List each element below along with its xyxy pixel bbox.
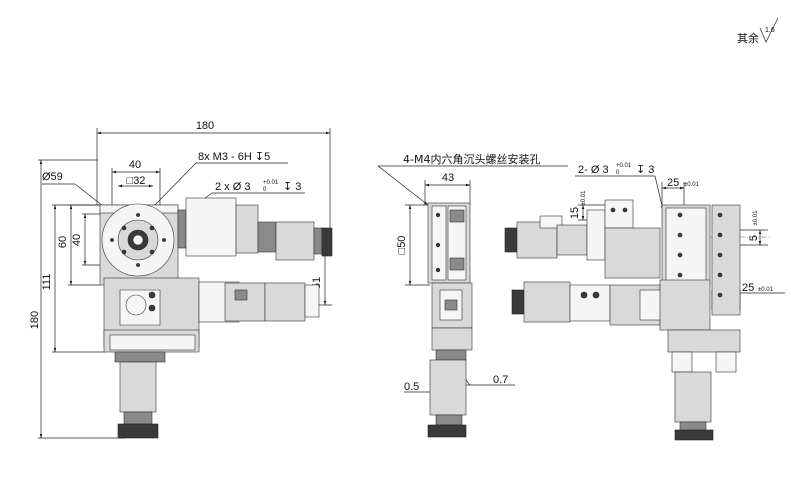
side-motor [264,282,306,322]
rear-bottom-motor [674,371,712,423]
dim-height-111: 111 [41,274,53,291]
dim-40-top: 40 [129,159,141,171]
dim-60: 60 [57,236,69,248]
dim-0-7: 0.7 [493,374,508,386]
rear-top-bracket [604,199,634,229]
dim-25-top: 25 [667,177,679,189]
pin-depth: ↧ 3 [283,181,301,193]
mount-note: 4-M4内六角沉头螺丝安装孔 [403,152,540,166]
roughness-symbol-icon [759,17,779,43]
rear-pin-tol-lower: 0 [616,170,620,176]
dim-0-5: 0.5 [404,381,419,393]
tol-25-top: ±0.01 [684,182,700,188]
roughness-value: 1.6 [765,27,775,34]
side-assembly [427,202,473,438]
rear-pin-tol-upper: +0.01 [616,163,632,169]
rear-pin-depth: ↧ 3 [636,164,654,176]
tol-15: ±0.01 [581,190,587,206]
dim-width-180: 180 [196,120,214,132]
rear-view: 2- Ø 3 +0.01 0 ↧ 3 25 ±0.01 15 ±0.01 5 ±… [504,163,785,441]
rear-pin-note: 2- Ø 3 [578,164,609,176]
side-view: 4-M4内六角沉头螺丝安装孔 43 □50 0.5 0.7 [377,152,568,438]
tol-5: ±0.01 [753,210,759,226]
dim-50-square: □50 [396,236,408,255]
bottom-motor [119,361,157,413]
dim-40-side: 40 [71,234,83,246]
roughness-label: 其余 [737,31,759,45]
pin-tol-lower: 0 [263,187,267,193]
thread-note: 8x M3 - 6H ↧5 [198,151,270,163]
dim-43: 43 [442,172,454,184]
dim-15: 15 [569,207,581,219]
front-view: 180 180 111 60 40 40 □32 Ø59 8 [29,120,333,439]
rear-side-motor [523,281,571,323]
knob [321,227,333,257]
surface-roughness-note: 其余 1.6 [737,17,779,45]
dim-32-square: □32 [127,175,146,187]
dim-diameter-59: Ø59 [42,171,63,183]
rear-housing-right [711,204,741,316]
dim-height-180: 180 [29,311,41,329]
motor-gearbox [185,197,237,257]
front-assembly [99,197,333,439]
rear-assembly [504,199,741,441]
pin-note: 2 x Ø 3 [215,181,250,193]
stepper-motor [275,221,315,261]
pin-tol-upper: +0.01 [263,180,279,186]
tol-25-right: ±0.01 [758,287,774,293]
dim-5: 5 [748,235,760,241]
dim-25-right: 25 [742,282,754,294]
side-bottom-motor [429,359,467,416]
